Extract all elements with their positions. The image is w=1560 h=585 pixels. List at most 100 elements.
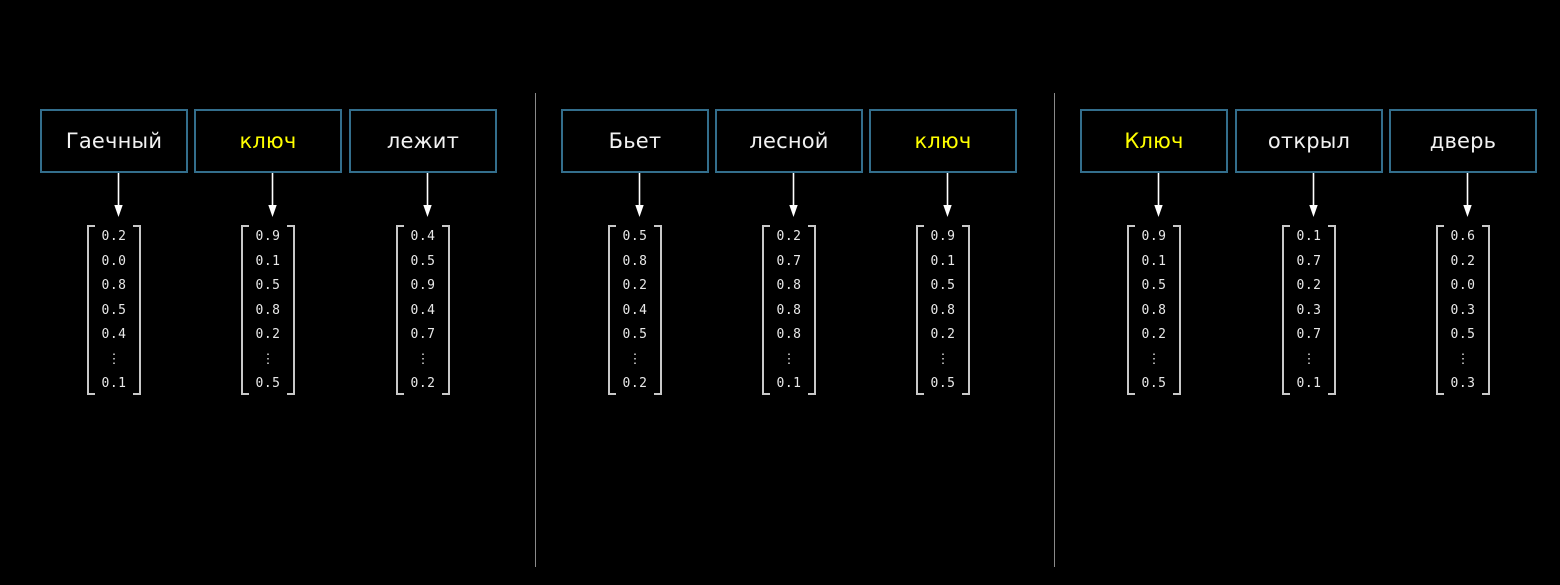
vector-value: 0.1 <box>930 253 956 269</box>
embedding-vector: 0.4 0.5 0.9 0.4 0.7 ⋮ 0.2 <box>357 225 489 395</box>
vector-ellipsis: ⋮ <box>628 351 642 367</box>
vector-value: 0.7 <box>1296 327 1322 342</box>
vector-value: 0.2 <box>1296 278 1322 293</box>
vector-ellipsis: ⋮ <box>1147 351 1161 367</box>
arrow-down-icon <box>789 173 798 217</box>
arrow-down-icon <box>943 173 952 217</box>
bracket-right-icon <box>1481 225 1491 395</box>
embedding-vector: 0.6 0.2 0.0 0.3 0.5 ⋮ 0.3 <box>1397 225 1529 395</box>
bracket-right-icon <box>1327 225 1337 395</box>
word-label: лесной <box>749 128 829 153</box>
vector-value: 0.5 <box>101 302 127 318</box>
word-box[interactable]: открыл <box>1235 109 1383 173</box>
vector-value: 0.8 <box>776 278 802 293</box>
vector-value: 0.2 <box>622 376 648 391</box>
embedding-vector: 0.2 0.7 0.8 0.8 0.8 ⋮ 0.1 <box>723 225 855 395</box>
arrow-down-icon <box>268 173 277 217</box>
word-label: лежит <box>386 128 460 153</box>
vector-value: 0.8 <box>930 302 956 318</box>
vector-values: 0.5 0.8 0.2 0.4 0.5 ⋮ 0.2 <box>617 225 654 395</box>
vector-ellipsis: ⋮ <box>416 351 430 367</box>
arrow-down-icon <box>423 173 432 217</box>
vector-value: 0.4 <box>101 327 127 342</box>
word-label: Ключ <box>1124 128 1184 153</box>
word-box[interactable]: Бьет <box>561 109 709 173</box>
vector-value: 0.5 <box>930 376 956 391</box>
group-separator-1 <box>535 93 536 567</box>
vector-value: 0.2 <box>622 278 648 293</box>
vector-value: 0.8 <box>776 302 802 318</box>
bracket-right-icon <box>441 225 451 395</box>
vector-value: 0.8 <box>255 302 281 318</box>
vector-value: 0.2 <box>410 376 436 391</box>
vector-ellipsis: ⋮ <box>261 351 275 367</box>
bracket-right-icon <box>132 225 142 395</box>
vector-value: 0.9 <box>1141 229 1167 244</box>
vector-ellipsis: ⋮ <box>782 351 796 367</box>
word-box[interactable]: Гаечный <box>40 109 188 173</box>
vector-value: 0.5 <box>1141 376 1167 391</box>
bracket-right-icon <box>653 225 663 395</box>
vector-ellipsis: ⋮ <box>1456 351 1470 367</box>
vector-values: 0.4 0.5 0.9 0.4 0.7 ⋮ 0.2 <box>405 225 442 395</box>
vector-value: 0.3 <box>1296 302 1322 318</box>
vector-value: 0.1 <box>776 376 802 391</box>
word-box[interactable]: ключ <box>869 109 1017 173</box>
embedding-vector: 0.1 0.7 0.2 0.3 0.7 ⋮ 0.1 <box>1243 225 1375 395</box>
vector-value: 0.5 <box>1141 278 1167 293</box>
group-separator-2 <box>1054 93 1055 567</box>
bracket-left-icon <box>761 225 771 395</box>
word-label: Бьет <box>608 128 662 153</box>
vector-value: 0.5 <box>622 229 648 244</box>
vector-value: 0.9 <box>930 229 956 244</box>
arrow-down-icon <box>1463 173 1472 217</box>
embedding-vector: 0.2 0.0 0.8 0.5 0.4 ⋮ 0.1 <box>48 225 180 395</box>
vector-value: 0.6 <box>1450 229 1476 244</box>
bracket-right-icon <box>961 225 971 395</box>
vector-values: 0.9 0.1 0.5 0.8 0.2 ⋮ 0.5 <box>1136 225 1173 395</box>
bracket-right-icon <box>286 225 296 395</box>
vector-value: 0.8 <box>776 327 802 342</box>
bracket-left-icon <box>1281 225 1291 395</box>
bracket-left-icon <box>915 225 925 395</box>
bracket-left-icon <box>1435 225 1445 395</box>
vector-value: 0.0 <box>1450 278 1476 293</box>
vector-value: 0.2 <box>776 229 802 244</box>
vector-value: 0.5 <box>622 327 648 342</box>
bracket-left-icon <box>607 225 617 395</box>
vector-values: 0.2 0.7 0.8 0.8 0.8 ⋮ 0.1 <box>771 225 808 395</box>
vector-value: 0.5 <box>930 278 956 293</box>
word-box[interactable]: Ключ <box>1080 109 1228 173</box>
word-label: ключ <box>239 128 297 153</box>
word-box[interactable]: дверь <box>1389 109 1537 173</box>
bracket-left-icon <box>395 225 405 395</box>
word-box[interactable]: лесной <box>715 109 863 173</box>
vector-value: 0.1 <box>1296 376 1322 391</box>
vector-value: 0.5 <box>1450 327 1476 342</box>
vector-value: 0.2 <box>1141 327 1167 342</box>
embedding-vector: 0.9 0.1 0.5 0.8 0.2 ⋮ 0.5 <box>202 225 334 395</box>
vector-value: 0.8 <box>622 253 648 269</box>
embedding-vector: 0.5 0.8 0.2 0.4 0.5 ⋮ 0.2 <box>569 225 701 395</box>
vector-value: 0.3 <box>1450 302 1476 318</box>
vector-value: 0.1 <box>1296 229 1322 244</box>
vector-value: 0.1 <box>1141 253 1167 269</box>
vector-value: 0.2 <box>1450 253 1476 269</box>
word-box[interactable]: ключ <box>194 109 342 173</box>
bracket-left-icon <box>240 225 250 395</box>
vector-value: 0.7 <box>1296 253 1322 269</box>
vector-value: 0.8 <box>1141 302 1167 318</box>
bracket-right-icon <box>1172 225 1182 395</box>
arrow-down-icon <box>635 173 644 217</box>
vector-values: 0.6 0.2 0.0 0.3 0.5 ⋮ 0.3 <box>1445 225 1482 395</box>
vector-values: 0.9 0.1 0.5 0.8 0.2 ⋮ 0.5 <box>250 225 287 395</box>
vector-values: 0.1 0.7 0.2 0.3 0.7 ⋮ 0.1 <box>1291 225 1328 395</box>
vector-value: 0.2 <box>255 327 281 342</box>
vector-ellipsis: ⋮ <box>1302 351 1316 367</box>
word-label: ключ <box>914 128 972 153</box>
vector-value: 0.3 <box>1450 376 1476 391</box>
word-box[interactable]: лежит <box>349 109 497 173</box>
vector-value: 0.5 <box>255 278 281 293</box>
vector-value: 0.5 <box>410 253 436 269</box>
